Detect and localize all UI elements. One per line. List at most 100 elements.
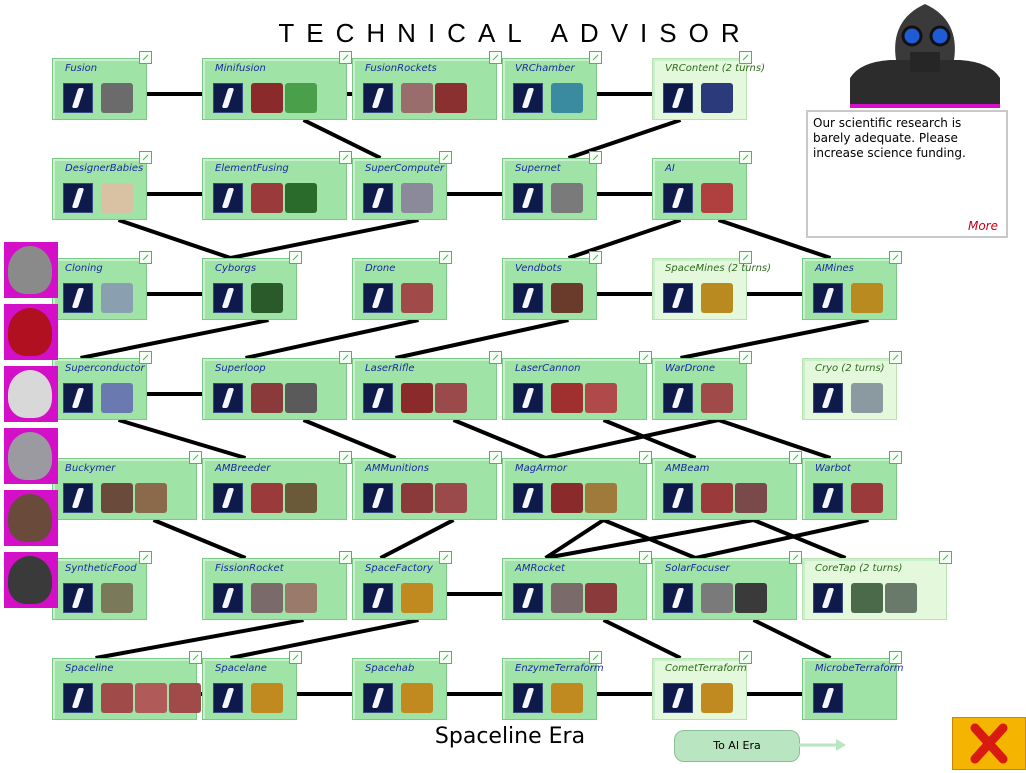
advance-warbot[interactable]: Warbot — [802, 451, 902, 520]
advance-microbeterraform[interactable]: MicrobeTerraform — [802, 651, 904, 720]
expand-icon[interactable] — [739, 151, 752, 164]
advance-vrcontent[interactable]: VRContent (2 turns) — [652, 51, 765, 120]
expand-icon[interactable] — [139, 51, 152, 64]
advance-vendbots[interactable]: Vendbots — [502, 251, 602, 320]
expand-icon[interactable] — [139, 551, 152, 564]
advance-cryo[interactable]: Cryo (2 turns) — [802, 351, 902, 420]
advance-solarfocuser[interactable]: SolarFocuser — [652, 551, 802, 620]
expand-icon[interactable] — [139, 251, 152, 264]
close-button[interactable] — [952, 717, 1026, 770]
advance-minifusion[interactable]: Minifusion — [202, 51, 352, 120]
expand-icon[interactable] — [139, 351, 152, 364]
alien-brain-leader-portrait[interactable] — [4, 428, 58, 484]
advance-fusionrockets[interactable]: FusionRockets — [352, 51, 502, 120]
expand-icon[interactable] — [489, 351, 502, 364]
advance-magarmor[interactable]: MagArmor — [502, 451, 652, 520]
expand-icon[interactable] — [639, 351, 652, 364]
goggles-leader-portrait[interactable] — [4, 552, 58, 608]
advance-drone[interactable]: Drone — [352, 251, 452, 320]
science-bolt-icon — [663, 183, 693, 213]
human-leader-icon — [8, 494, 52, 542]
expand-icon[interactable] — [339, 351, 352, 364]
expand-icon[interactable] — [739, 351, 752, 364]
link-magarmor-amrocket — [544, 518, 605, 560]
expand-icon[interactable] — [439, 251, 452, 264]
advance-buckymer[interactable]: Buckymer — [52, 451, 202, 520]
advance-amrocket[interactable]: AMRocket — [502, 551, 652, 620]
advance-ambreeder[interactable]: AMBreeder — [202, 451, 352, 520]
advance-label: Fusion — [65, 63, 98, 74]
advance-ai[interactable]: AI — [652, 151, 752, 220]
expand-icon[interactable] — [889, 251, 902, 264]
more-link[interactable]: More — [967, 219, 998, 233]
expand-icon[interactable] — [439, 651, 452, 664]
advance-lasercannon[interactable]: LaserCannon — [502, 351, 652, 420]
advance-wardrone[interactable]: WarDrone — [652, 351, 752, 420]
advance-laserrifle[interactable]: LaserRifle — [352, 351, 502, 420]
advance-syntheticfood[interactable]: SyntheticFood — [52, 551, 152, 620]
science-bolt-icon — [63, 583, 93, 613]
expand-icon[interactable] — [589, 151, 602, 164]
expand-icon[interactable] — [889, 451, 902, 464]
expand-icon[interactable] — [889, 351, 902, 364]
red-helmet-leader-portrait[interactable] — [4, 304, 58, 360]
advance-supernet[interactable]: Supernet — [502, 151, 602, 220]
expand-icon[interactable] — [339, 551, 352, 564]
advance-spacemines[interactable]: SpaceMines (2 turns) — [652, 251, 771, 320]
advance-ammunitions[interactable]: AMMunitions — [352, 451, 502, 520]
expand-icon[interactable] — [589, 51, 602, 64]
next-era-button[interactable]: To AI Era — [674, 730, 800, 762]
expand-icon[interactable] — [489, 51, 502, 64]
expand-icon[interactable] — [789, 551, 802, 564]
advance-spacelane[interactable]: Spacelane — [202, 651, 302, 720]
advance-superloop[interactable]: Superloop — [202, 351, 352, 420]
advance-label: Drone — [365, 263, 396, 274]
advance-cometterraform[interactable]: CometTerraform — [652, 651, 752, 720]
stormtrooper-leader-portrait[interactable] — [4, 366, 58, 422]
advance-unit-icon — [851, 383, 883, 413]
expand-icon[interactable] — [589, 651, 602, 664]
expand-icon[interactable] — [739, 251, 752, 264]
advance-cyborgs[interactable]: Cyborgs — [202, 251, 302, 320]
science-bolt-icon — [513, 683, 543, 713]
advance-ambeam[interactable]: AMBeam — [652, 451, 802, 520]
expand-icon[interactable] — [289, 651, 302, 664]
expand-icon[interactable] — [789, 451, 802, 464]
expand-icon[interactable] — [189, 451, 202, 464]
advance-designerbabies[interactable]: DesignerBabies — [52, 151, 152, 220]
expand-icon[interactable] — [339, 151, 352, 164]
expand-icon[interactable] — [739, 651, 752, 664]
advance-spacehab[interactable]: Spacehab — [352, 651, 452, 720]
expand-icon[interactable] — [339, 451, 352, 464]
expand-icon[interactable] — [189, 651, 202, 664]
robot-leader-portrait[interactable] — [4, 242, 58, 298]
advance-spaceline[interactable]: Spaceline — [52, 651, 202, 720]
expand-icon[interactable] — [489, 451, 502, 464]
expand-icon[interactable] — [589, 251, 602, 264]
expand-icon[interactable] — [739, 51, 752, 64]
expand-icon[interactable] — [289, 251, 302, 264]
expand-icon[interactable] — [639, 451, 652, 464]
expand-icon[interactable] — [339, 51, 352, 64]
advance-supercomputer[interactable]: SuperComputer — [352, 151, 452, 220]
advance-unit-icon — [551, 283, 583, 313]
expand-icon[interactable] — [889, 651, 902, 664]
expand-icon[interactable] — [139, 151, 152, 164]
advance-coretap[interactable]: CoreTap (2 turns) — [802, 551, 952, 620]
link-wardrone-warbot — [717, 418, 832, 460]
advance-cloning[interactable]: Cloning — [52, 251, 152, 320]
expand-icon[interactable] — [439, 151, 452, 164]
advance-fusion[interactable]: Fusion — [52, 51, 152, 120]
advance-enzymeterraform[interactable]: EnzymeTerraform — [502, 651, 604, 720]
expand-icon[interactable] — [439, 551, 452, 564]
link-spacefactory-spacelane — [230, 618, 419, 660]
advance-spacefactory[interactable]: SpaceFactory — [352, 551, 452, 620]
advance-elementfusing[interactable]: ElementFusing — [202, 151, 352, 220]
human-leader-portrait[interactable] — [4, 490, 58, 546]
advance-fissionrocket[interactable]: FissionRocket — [202, 551, 352, 620]
advance-superconductor[interactable]: Superconductor — [52, 351, 152, 420]
expand-icon[interactable] — [639, 551, 652, 564]
advance-vrchamber[interactable]: VRChamber — [502, 51, 602, 120]
advance-aimines[interactable]: AIMines — [802, 251, 902, 320]
expand-icon[interactable] — [939, 551, 952, 564]
